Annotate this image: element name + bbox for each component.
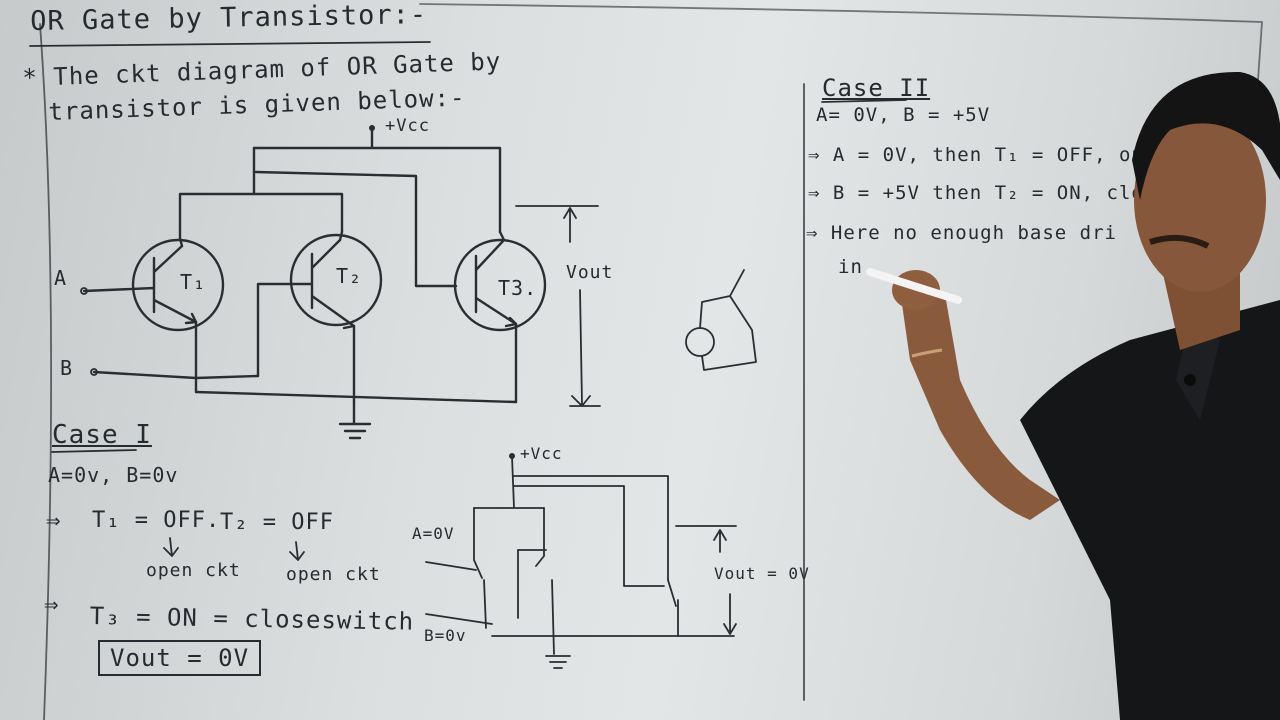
case1-t1-state: T₁ = OFF. <box>92 508 221 533</box>
board-left-edge <box>39 23 53 720</box>
case2-values: A= 0V, B = +5V <box>816 104 991 126</box>
presenter-arm <box>900 282 1060 520</box>
vcc-label: +Vcc <box>385 116 430 136</box>
presenter-shirt <box>1020 300 1280 720</box>
implies-arrow-2: ⇒ <box>44 590 60 618</box>
case2-line-1: ⇒ A = 0V, then T₁ = OFF, op <box>808 144 1144 166</box>
marker-pen <box>866 268 962 304</box>
sketch-vcc-label: +Vcc <box>520 444 563 463</box>
title-underline <box>29 41 431 47</box>
open-ckt-label-1: open ckt <box>146 560 241 581</box>
input-b-label: B <box>60 356 74 380</box>
board-top-edge <box>419 3 1263 81</box>
transistor-t1-label: T₁ <box>180 270 207 294</box>
sketch-a-label: A=0V <box>412 524 455 543</box>
case1-heading: Case I <box>52 420 152 450</box>
vout-result-box: Vout = 0V <box>98 640 262 676</box>
presenter-head <box>1134 108 1266 292</box>
case2-line-2: ⇒ B = +5V then T₂ = ON, clo <box>808 182 1144 204</box>
switch-equivalent-circuit <box>425 453 737 669</box>
sketch-b-label: B=0v <box>424 626 467 645</box>
vout-label: Vout <box>566 262 614 283</box>
implies-arrow-1: ⇒ <box>46 506 62 534</box>
case1-values: A=0v, B=0v <box>48 463 179 487</box>
wrist-band <box>911 348 943 358</box>
case2-underline <box>821 99 907 103</box>
case2-heading: Case II <box>822 74 931 102</box>
open-ckt-label-2: open ckt <box>286 564 381 585</box>
transistor-t2-label: T₂ <box>336 264 363 288</box>
case2-line-4: in <box>838 256 863 278</box>
case1-t2-state: T₂ = OFF <box>220 510 334 535</box>
sketch-vout-label: Vout = 0V <box>714 564 810 583</box>
transistor-t3-label: T3. <box>498 276 538 300</box>
or-gate-circuit <box>80 125 757 440</box>
case2-line-3: ⇒ Here no enough base dri <box>806 222 1117 244</box>
presenter-hair <box>1132 71 1280 200</box>
input-a-label: A <box>54 266 68 290</box>
case1-underline <box>51 449 137 453</box>
